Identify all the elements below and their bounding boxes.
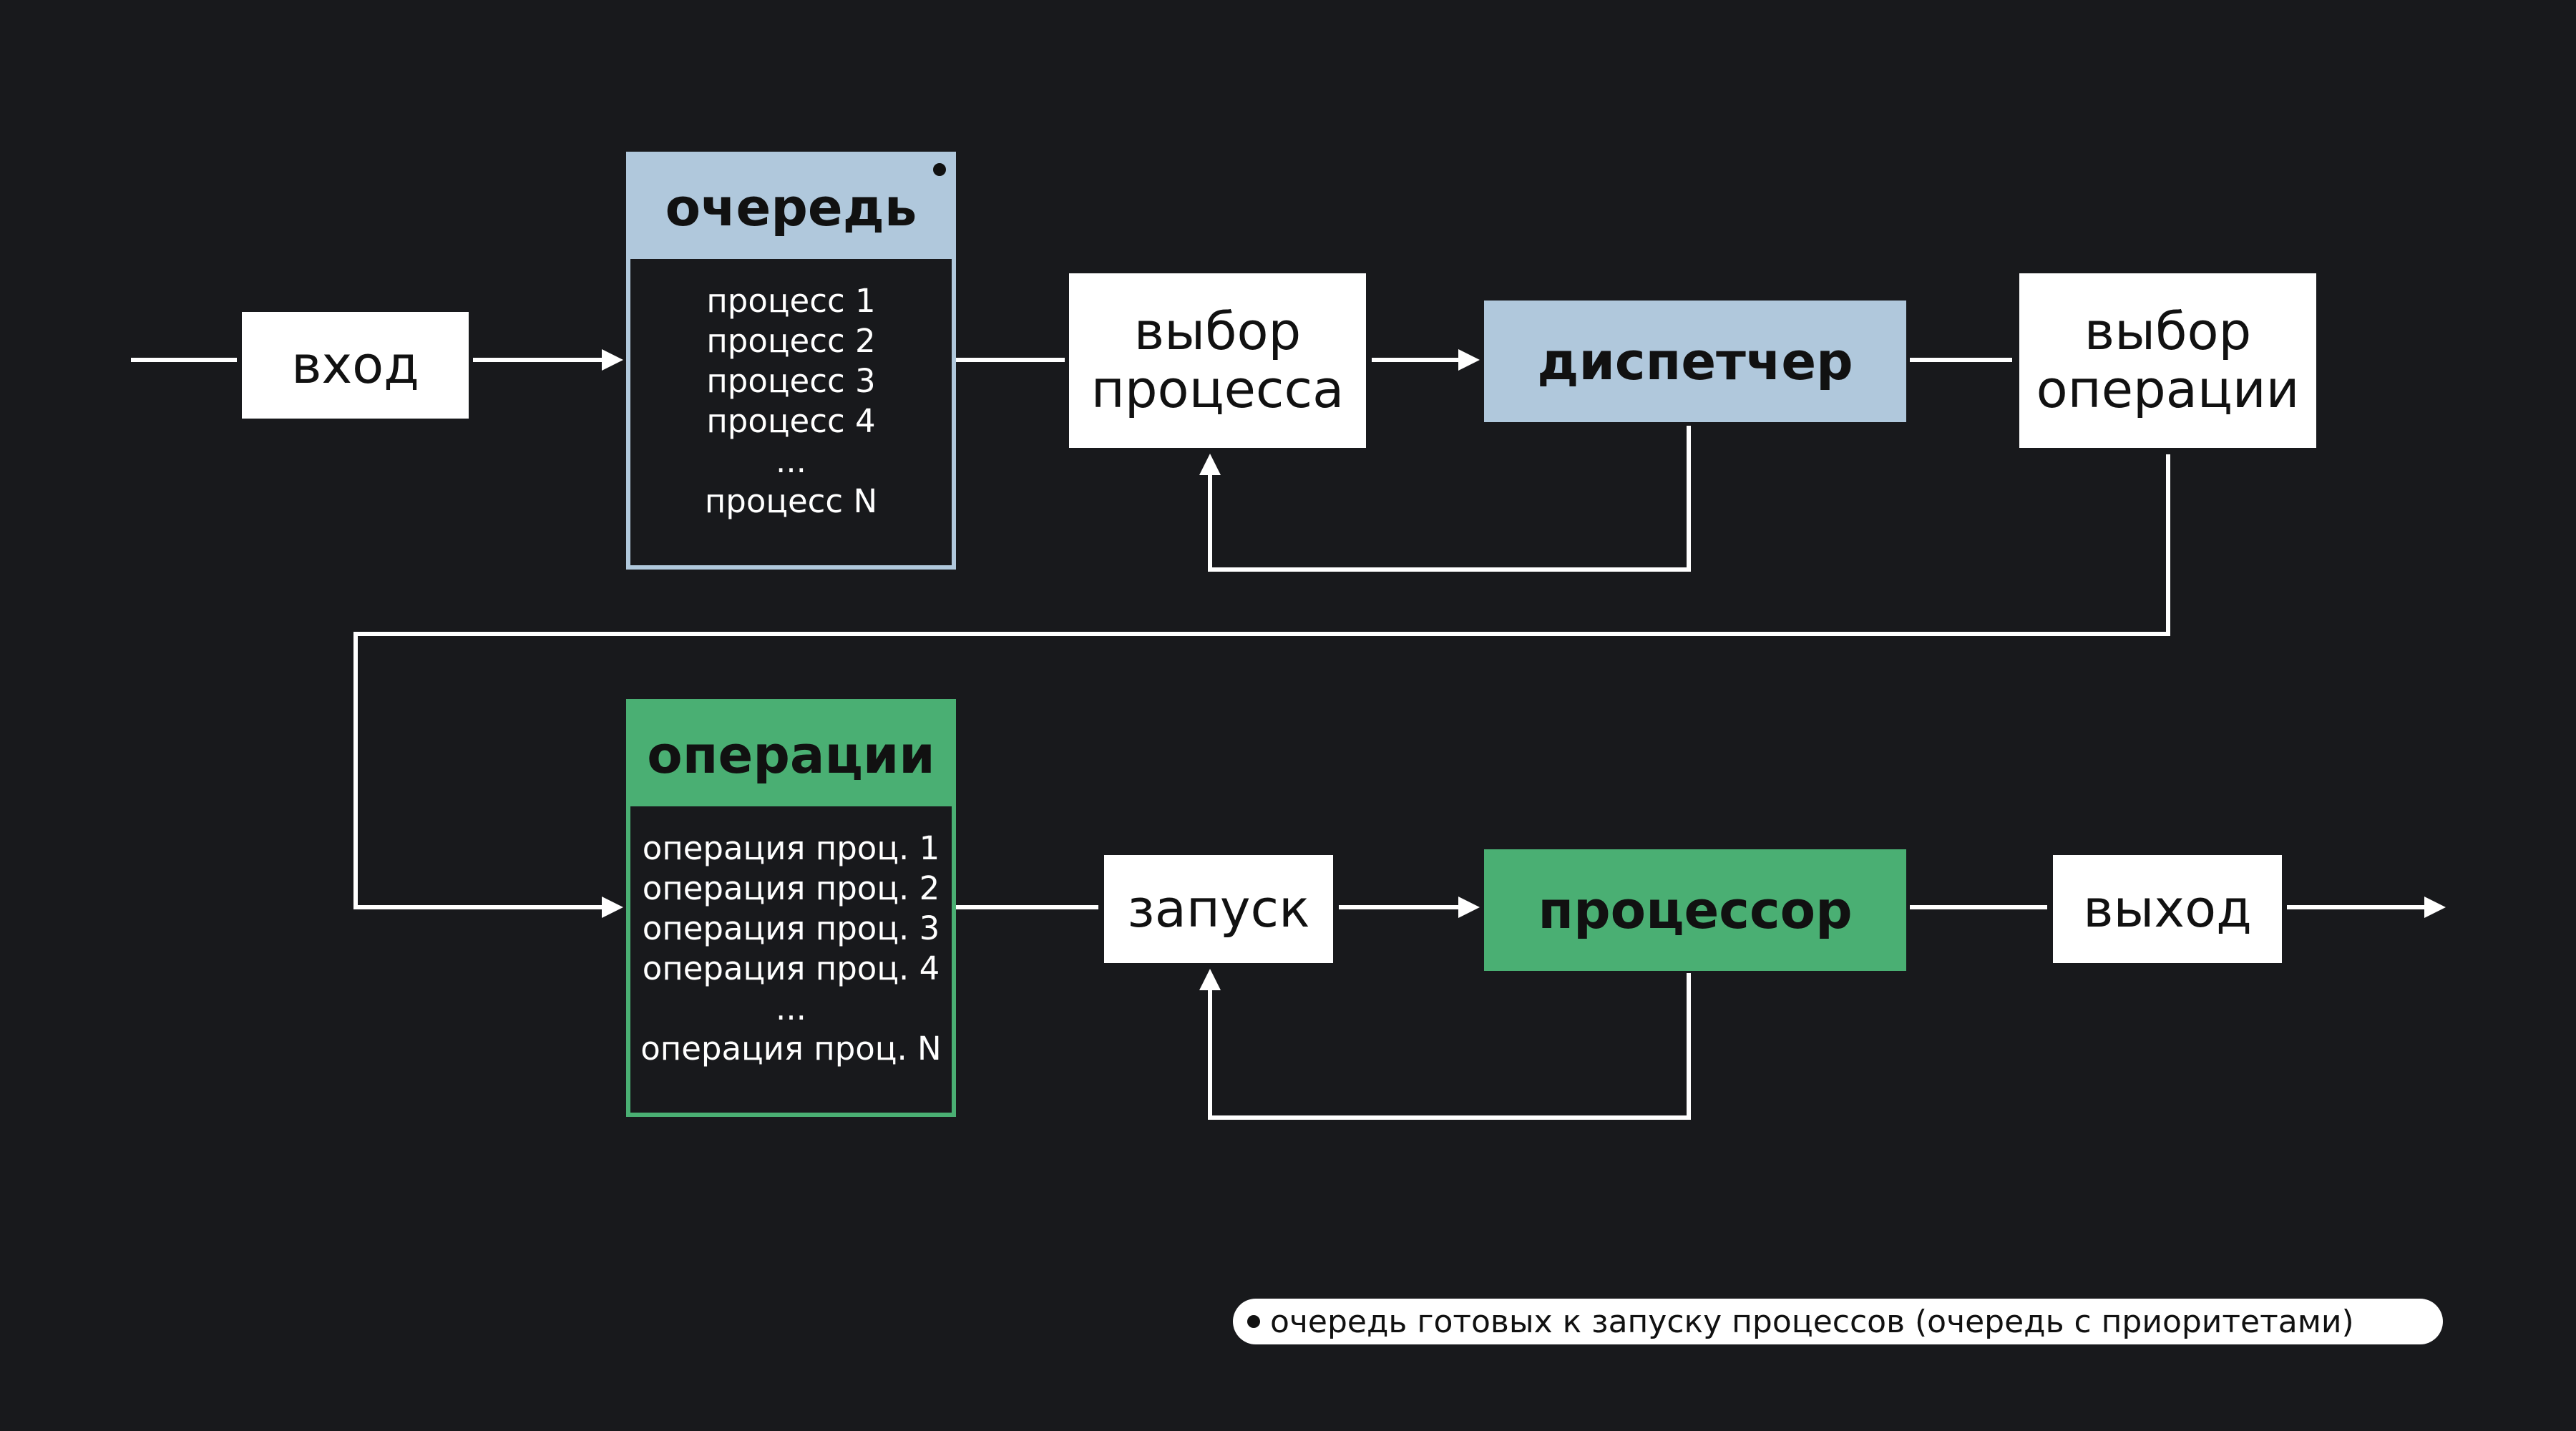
- operation-select-label-line2: операции: [2036, 359, 2300, 419]
- list-item: процесс 3: [706, 362, 876, 400]
- list-item: ...: [776, 442, 806, 480]
- arrow-operation-select-to-operations: [353, 454, 2170, 918]
- process-select-node: выбор процесса: [1069, 273, 1366, 448]
- list-item: процесс 1: [706, 282, 876, 320]
- output-node: выход: [2053, 855, 2282, 963]
- operation-select-label-line1: выбор: [2084, 301, 2252, 362]
- dispatcher-node: диспетчер: [1484, 301, 1906, 422]
- input-node: вход: [242, 312, 469, 419]
- process-queue-title: очередь: [630, 156, 952, 259]
- operation-select-node: выбор операции: [2019, 273, 2316, 448]
- process-select-label-line1: выбор: [1133, 301, 1302, 362]
- list-item: операция проц. N: [640, 1030, 942, 1068]
- launch-node: запуск: [1104, 855, 1333, 963]
- list-item: процесс 4: [706, 402, 876, 440]
- operations-queue-items: операция проц. 1 операция проц. 2 операц…: [630, 829, 952, 1069]
- processor-label: процессор: [1538, 879, 1853, 940]
- launch-label: запуск: [1127, 879, 1310, 939]
- list-item: операция проц. 1: [642, 829, 940, 867]
- process-select-label-line2: процесса: [1091, 359, 1345, 419]
- list-item: операция проц. 4: [642, 949, 940, 987]
- operations-queue-title: операции: [630, 703, 952, 806]
- output-label: выход: [2083, 879, 2252, 939]
- list-item: операция проц. 3: [642, 909, 940, 947]
- process-queue-items: процесс 1 процесс 2 процесс 3 процесс 4 …: [630, 281, 952, 522]
- arrow-processor-feedback: [1199, 969, 1691, 1120]
- dispatcher-label: диспетчер: [1537, 331, 1853, 391]
- list-item: процесс N: [704, 482, 878, 520]
- legend: очередь готовых к запуску процессов (оче…: [1233, 1299, 2443, 1344]
- process-queue: очередь процесс 1 процесс 2 процесс 3 пр…: [626, 152, 956, 570]
- list-item: процесс 2: [706, 322, 876, 360]
- list-item: ...: [776, 990, 806, 1027]
- list-item: операция проц. 2: [642, 869, 940, 907]
- arrow-dispatcher-feedback: [1199, 426, 1691, 572]
- legend-text: очередь готовых к запуску процессов (оче…: [1270, 1303, 2354, 1340]
- priority-queue-marker-icon: [933, 163, 946, 176]
- legend-marker-icon: [1247, 1315, 1260, 1328]
- operations-queue: операции операция проц. 1 операция проц.…: [626, 699, 956, 1117]
- processor-node: процессор: [1484, 849, 1906, 971]
- input-label: вход: [291, 335, 419, 396]
